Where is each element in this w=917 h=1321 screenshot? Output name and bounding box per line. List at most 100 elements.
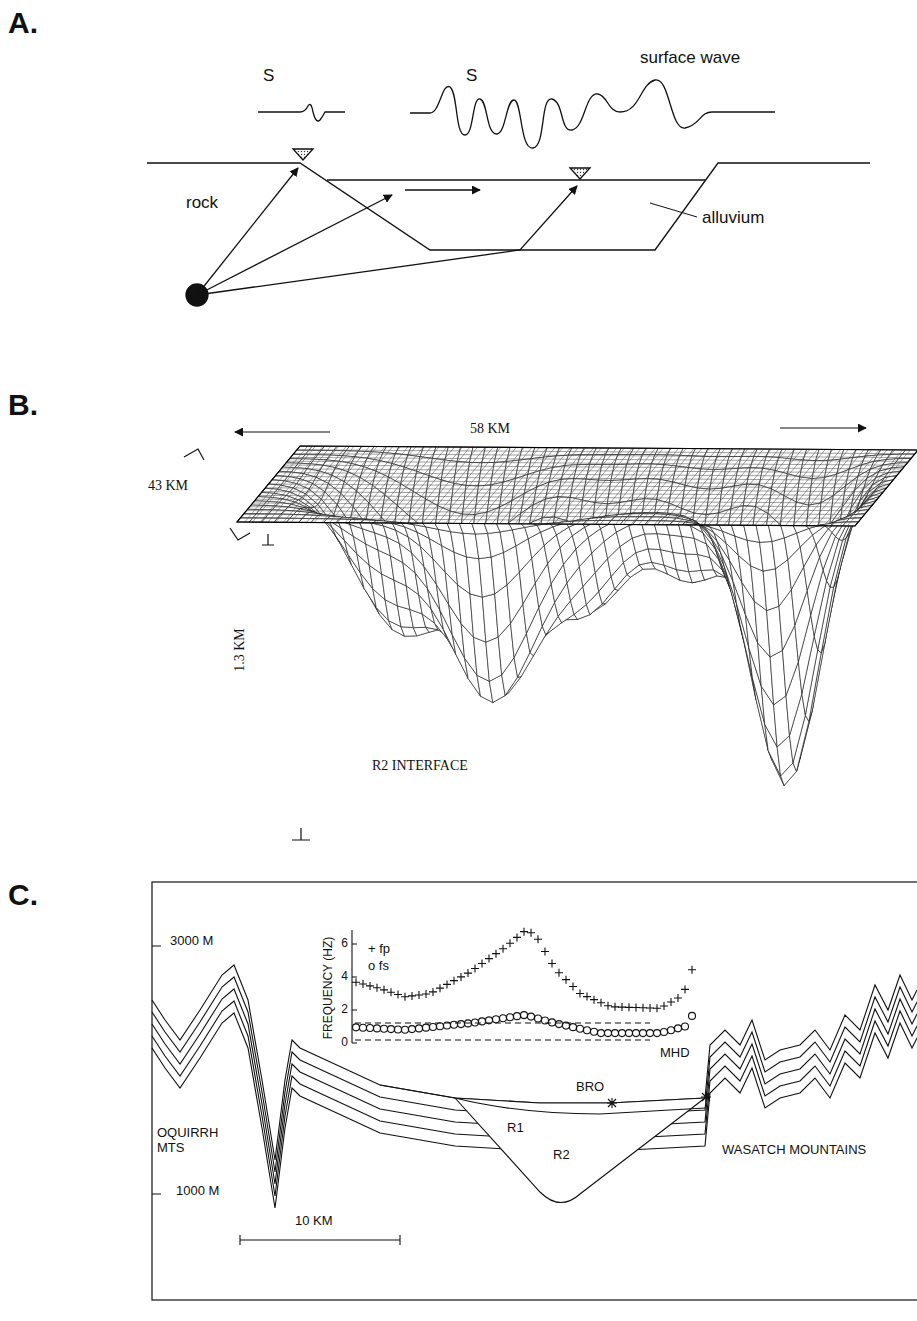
fp-marker — [478, 960, 486, 968]
station-star — [701, 1092, 711, 1102]
dimension-marks — [184, 428, 866, 840]
fp-marker — [492, 950, 500, 958]
plate-line — [256, 499, 874, 503]
plate-line — [275, 476, 893, 480]
plate-line — [259, 495, 877, 499]
fp-marker — [674, 994, 682, 1002]
station-label: MHD — [660, 1046, 690, 1061]
dimension-tick — [262, 534, 274, 545]
fp-marker — [590, 996, 598, 1004]
basin-fill — [455, 1098, 705, 1203]
fp-marker — [653, 1004, 661, 1012]
wave-label: surface wave — [640, 48, 740, 68]
fs-marker — [493, 1016, 500, 1023]
fs-marker — [654, 1030, 661, 1037]
dimension-tick — [230, 528, 250, 540]
tick-label: 4 — [341, 970, 348, 984]
fs-marker — [584, 1027, 591, 1034]
dimension-label: 43 KM — [148, 478, 188, 494]
fs-marker — [479, 1018, 486, 1025]
fs-marker — [514, 1013, 521, 1020]
fs-marker — [626, 1030, 633, 1037]
fp-marker — [359, 980, 367, 988]
fp-marker — [688, 966, 696, 974]
basin-seismogram — [410, 80, 775, 148]
rock-seismogram — [258, 104, 345, 121]
fp-marker — [534, 935, 542, 943]
dimension-arrow — [235, 431, 330, 432]
panel-letter: A. — [8, 6, 38, 41]
panel-letter: B. — [8, 388, 38, 423]
alluvium-surface — [327, 179, 705, 180]
fs-marker — [682, 1023, 689, 1030]
fs-marker — [675, 1025, 682, 1032]
plate-line — [262, 492, 880, 496]
fs-marker — [465, 1020, 472, 1027]
fs-marker — [472, 1019, 479, 1026]
fp-marker — [352, 978, 360, 986]
fp-marker — [485, 955, 493, 963]
dimension-label: 58 KM — [470, 421, 510, 437]
fp-marker — [457, 973, 465, 981]
legend-label: + fp — [368, 942, 390, 957]
plate-outline — [237, 446, 917, 526]
ray — [197, 195, 392, 295]
fs-marker — [570, 1024, 577, 1031]
panel-letter: C. — [8, 878, 38, 913]
mountain-label: WASATCH MOUNTAINS — [722, 1143, 866, 1158]
leader-line — [650, 203, 697, 217]
fs-marker — [416, 1025, 423, 1032]
fp-marker — [646, 1004, 654, 1012]
section-marks — [152, 946, 711, 1245]
fp-marker — [422, 990, 430, 998]
legend-label: o fs — [368, 959, 389, 974]
fp-marker — [562, 976, 570, 984]
fp-marker — [520, 928, 528, 936]
ray — [405, 189, 480, 190]
scale-bar — [240, 1235, 400, 1245]
fp-marker — [471, 965, 479, 973]
panel-frame — [152, 882, 917, 1300]
fs-marker — [598, 1030, 605, 1037]
fs-marker — [451, 1021, 458, 1028]
r2-interface — [455, 1098, 705, 1203]
fs-marker — [409, 1026, 416, 1033]
fp-marker — [548, 960, 556, 968]
fs-marker — [556, 1021, 563, 1028]
elevation-label: 1000 M — [176, 1184, 219, 1199]
plate-line — [284, 465, 902, 469]
fs-marker — [388, 1026, 395, 1033]
plate-line — [281, 469, 899, 473]
basin-sketch — [147, 80, 870, 306]
interface-label: R2 — [553, 1148, 570, 1163]
fs-marker — [360, 1024, 367, 1031]
ray — [197, 168, 298, 295]
dimension-arrow — [780, 427, 866, 428]
fp-marker — [632, 1004, 640, 1012]
basin-mesh — [237, 446, 917, 785]
fs-marker — [507, 1014, 514, 1021]
plate-line — [240, 518, 858, 522]
fp-marker — [604, 1002, 612, 1010]
plate-line — [246, 511, 864, 515]
station-star — [607, 1098, 617, 1108]
frequency-inset — [352, 928, 696, 1043]
cross-section — [152, 965, 917, 1208]
fs-marker — [353, 1024, 360, 1031]
fs-marker — [640, 1030, 647, 1037]
fs-marker — [423, 1024, 430, 1031]
fp-marker — [660, 1002, 668, 1010]
dimension-tick — [292, 828, 310, 840]
fp-marker — [506, 939, 514, 947]
plate-line — [278, 473, 896, 477]
fs-marker — [612, 1030, 619, 1037]
plate-line — [265, 488, 883, 492]
ground-line — [380, 1085, 705, 1103]
fs-marker — [521, 1012, 528, 1019]
fp-marker — [450, 977, 458, 985]
fs-marker — [486, 1017, 493, 1024]
fs-marker — [374, 1025, 381, 1032]
plate-line — [294, 454, 912, 458]
fs-marker — [500, 1015, 507, 1022]
